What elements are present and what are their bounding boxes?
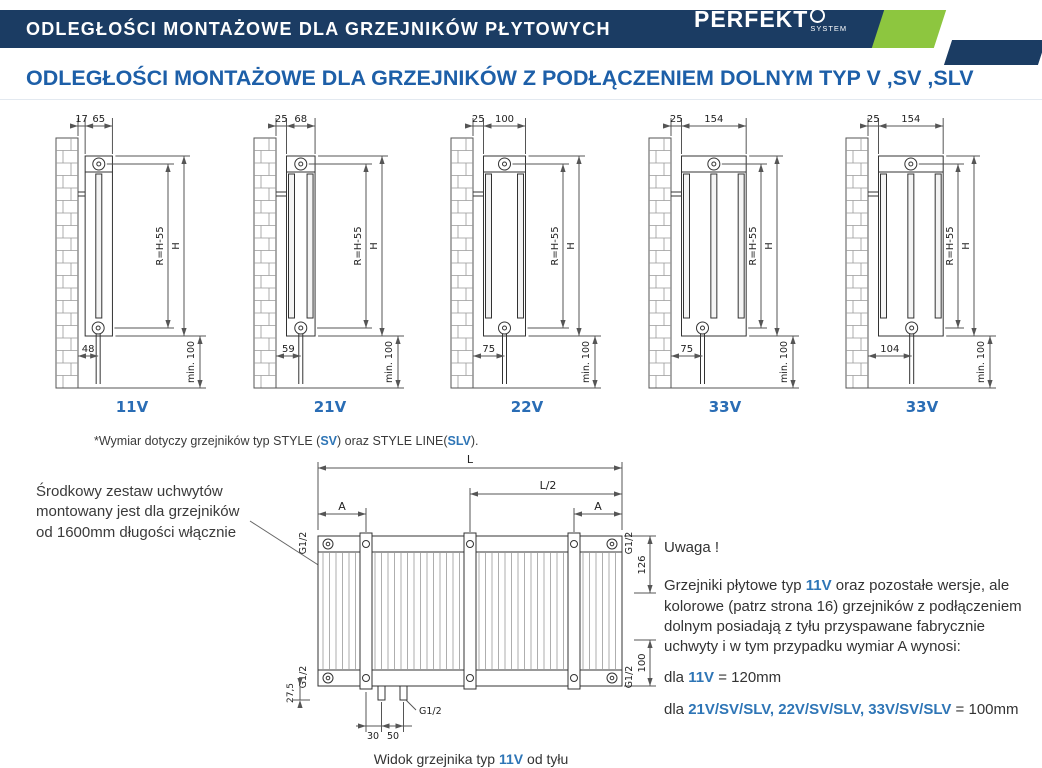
g12-top-right: G1/2 bbox=[624, 532, 635, 555]
g12-bottom-right: G1/2 bbox=[624, 666, 635, 689]
svg-text:21V: 21V bbox=[313, 398, 346, 416]
right-dimension-arrows bbox=[647, 536, 653, 686]
svg-text:R=H-55: R=H-55 bbox=[945, 226, 956, 265]
svg-text:104: 104 bbox=[880, 344, 899, 355]
radiator-back-view-block: L L/2 A A bbox=[266, 448, 676, 767]
green-accent-shape bbox=[871, 10, 947, 48]
dim-A-left: A bbox=[338, 500, 346, 513]
center-bracket-note: Środkowy zestaw uchwytów montowany jest … bbox=[36, 483, 240, 541]
top-dimension-arrows bbox=[318, 465, 622, 517]
uwaga-type: 11V bbox=[805, 577, 832, 595]
svg-text:min. 100: min. 100 bbox=[976, 341, 987, 383]
g12-bottom-left: G1/2 bbox=[298, 666, 309, 689]
svg-text:48: 48 bbox=[82, 344, 95, 355]
brand-logo: PERFEKT SYSTEM bbox=[694, 7, 847, 33]
svg-text:H: H bbox=[764, 242, 775, 250]
dim-L2: L/2 bbox=[540, 479, 557, 492]
svg-text:25: 25 bbox=[274, 114, 287, 125]
svg-text:H: H bbox=[171, 242, 182, 250]
svg-text:min. 100: min. 100 bbox=[779, 341, 790, 383]
svg-text:25: 25 bbox=[472, 114, 485, 125]
svg-text:R=H-55: R=H-55 bbox=[748, 226, 759, 265]
page-title: ODLEGŁOŚCI MONTAŻOWE DLA GRZEJNIKÓW PŁYT… bbox=[26, 18, 611, 39]
svg-text:154: 154 bbox=[704, 114, 723, 125]
back-view-caption: Widok grzejnika typ 11V od tyłu bbox=[373, 751, 569, 767]
top-header-bar: ODLEGŁOŚCI MONTAŻOWE DLA GRZEJNIKÓW PŁYT… bbox=[0, 10, 902, 48]
svg-text:100: 100 bbox=[495, 114, 514, 125]
footnote-sv: SV bbox=[320, 434, 338, 448]
svg-text:R=H-55: R=H-55 bbox=[550, 226, 561, 265]
footnote-mid: ) oraz STYLE LINE( bbox=[337, 434, 448, 448]
brand-circle-icon bbox=[810, 8, 826, 23]
uwaga-title: Uwaga ! bbox=[664, 539, 720, 556]
svg-text:75: 75 bbox=[482, 344, 495, 355]
svg-text:17: 17 bbox=[75, 114, 88, 125]
g12-top-left: G1/2 bbox=[298, 532, 309, 555]
dim-275-arrows bbox=[297, 678, 303, 708]
svg-text:59: 59 bbox=[282, 344, 295, 355]
svg-text:25: 25 bbox=[867, 114, 880, 125]
svg-text:R=H-55: R=H-55 bbox=[155, 226, 166, 265]
uwaga-line-1: dla 11V = 120mm bbox=[664, 669, 782, 687]
top-dimension-lines bbox=[317, 462, 623, 532]
uwaga-note: Uwaga ! Grzejniki płytowe typ 11V oraz p… bbox=[664, 538, 1036, 720]
svg-text:75: 75 bbox=[680, 344, 693, 355]
uwaga-paragraph: Grzejniki płytowe typ 11V oraz pozostałe… bbox=[664, 577, 1022, 655]
svg-text:33V: 33V bbox=[708, 398, 741, 416]
radiator-back-view: L L/2 A A bbox=[286, 453, 656, 742]
dim-30: 30 bbox=[367, 731, 379, 742]
brand-mark-group: SYSTEM bbox=[810, 7, 847, 33]
section-header-bar: ODLEGŁOŚCI MONTAŻOWE DLA GRZEJNIKÓW Z PO… bbox=[0, 58, 1042, 100]
caption-type: 11V bbox=[499, 751, 524, 767]
footnote: *Wymiar dotyczy grzejników typ STYLE (SV… bbox=[94, 434, 479, 448]
dim-L: L bbox=[467, 453, 474, 466]
brand-name: PERFEKT bbox=[694, 6, 809, 32]
svg-text:22V: 22V bbox=[511, 398, 544, 416]
svg-text:H: H bbox=[566, 242, 577, 250]
dim-275: 27,5 bbox=[286, 683, 296, 703]
svg-text:R=H-55: R=H-55 bbox=[353, 226, 364, 265]
uwaga-line-2: dla 21V/SV/SLV, 22V/SV/SLV, 33V/SV/SLV =… bbox=[664, 700, 1019, 718]
dim-275-lines bbox=[293, 686, 310, 701]
svg-text:154: 154 bbox=[901, 114, 920, 125]
section-title: ODLEGŁOŚCI MONTAŻOWE DLA GRZEJNIKÓW Z PO… bbox=[26, 66, 974, 90]
brand-subtitle: SYSTEM bbox=[810, 24, 848, 33]
svg-text:11V: 11V bbox=[116, 398, 149, 416]
bottom-connection-stubs bbox=[377, 685, 408, 701]
footnote-slv: SLV bbox=[447, 434, 471, 448]
corner-connections bbox=[322, 538, 618, 684]
svg-text:min. 100: min. 100 bbox=[186, 341, 197, 383]
g12-bottom-center: G1/2 bbox=[419, 706, 442, 717]
footnote-text: *Wymiar dotyczy grzejników typ STYLE ( bbox=[94, 434, 321, 448]
svg-text:H: H bbox=[961, 242, 972, 250]
dim-A-right: A bbox=[594, 500, 602, 513]
dim-126: 126 bbox=[637, 555, 648, 574]
bottom-dimension-arrows bbox=[358, 723, 404, 729]
bottom-section: Środkowy zestaw uchwytów montowany jest … bbox=[0, 453, 1042, 768]
svg-text:65: 65 bbox=[92, 114, 105, 125]
footnote-post: ). bbox=[470, 434, 479, 448]
svg-text:33V: 33V bbox=[906, 398, 939, 416]
dim-100: 100 bbox=[637, 653, 648, 672]
svg-text:25: 25 bbox=[669, 114, 682, 125]
svg-text:min. 100: min. 100 bbox=[384, 341, 395, 383]
dim-50: 50 bbox=[387, 731, 399, 742]
mounting-brackets bbox=[359, 532, 581, 690]
svg-text:min. 100: min. 100 bbox=[581, 341, 592, 383]
svg-text:68: 68 bbox=[294, 114, 307, 125]
svg-text:H: H bbox=[369, 242, 380, 250]
